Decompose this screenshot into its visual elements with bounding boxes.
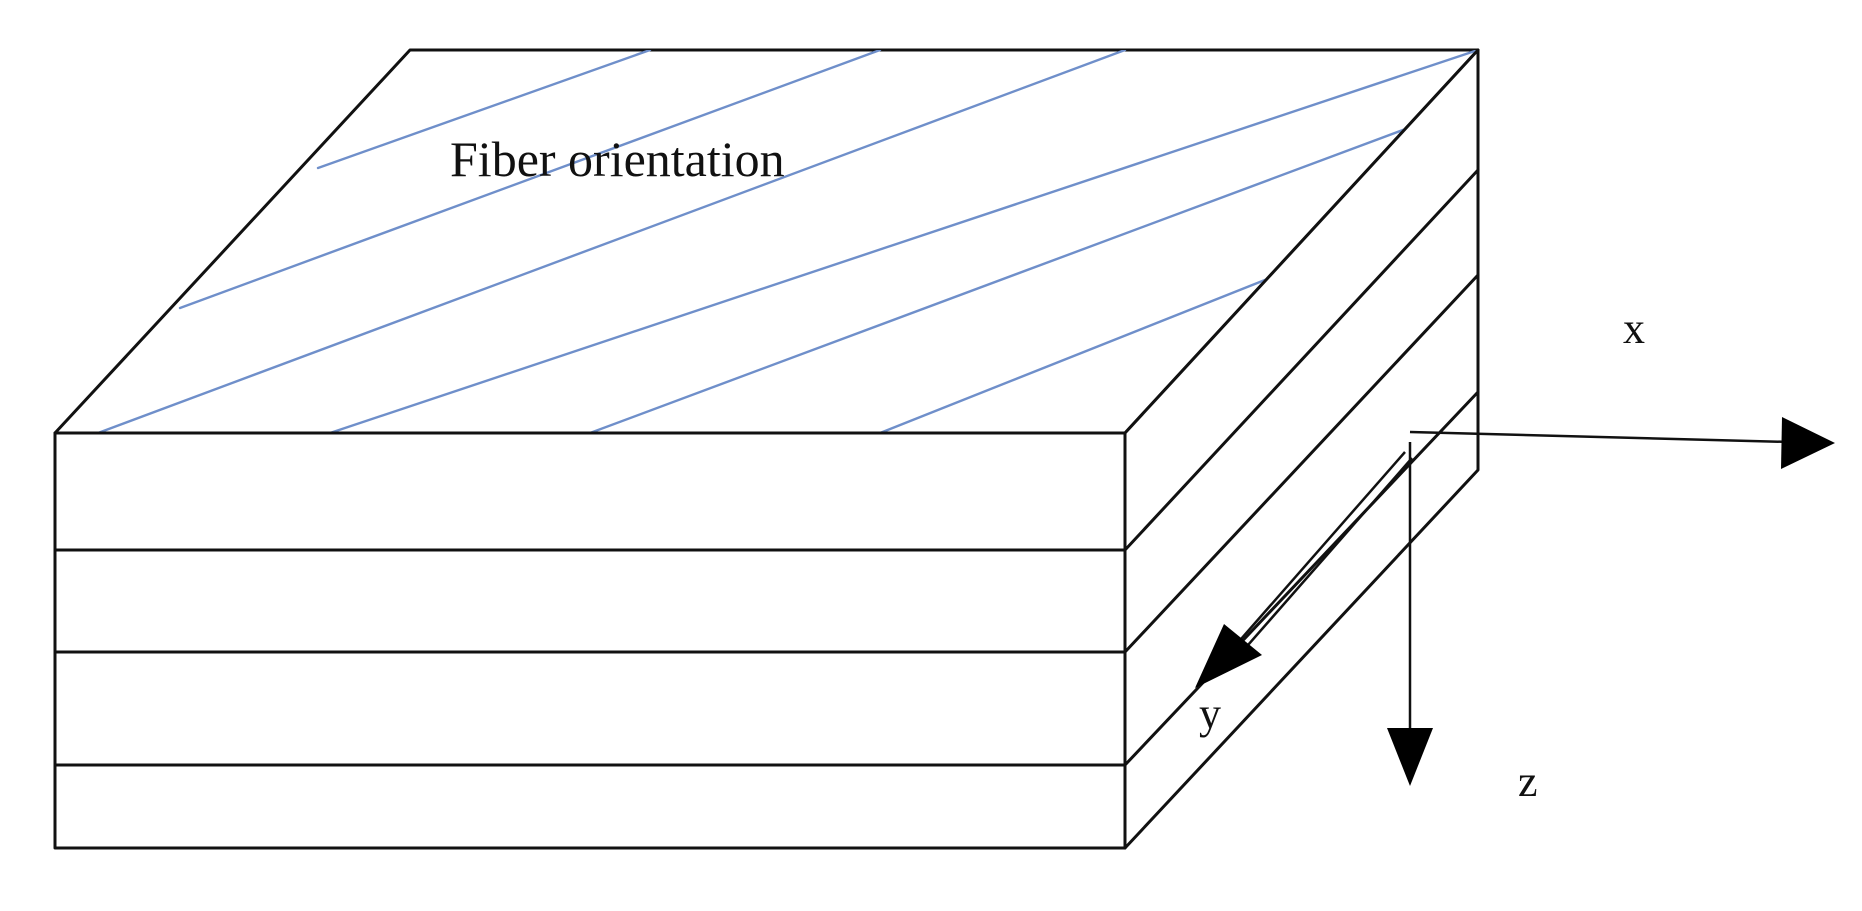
side-layer-line	[1123, 390, 1480, 767]
side-layer-line	[1123, 168, 1480, 552]
side-layer-line	[1123, 273, 1480, 654]
y-axis-line	[1226, 451, 1406, 656]
laminate-layer-1	[53, 431, 1127, 552]
laminate-layer-3	[53, 650, 1127, 767]
coordinate-axes: x y z	[1195, 304, 1835, 806]
laminate-layer-2	[53, 548, 1127, 654]
fiber-line	[96, 50, 1127, 433]
x-axis-line	[1409, 430, 1791, 444]
fiber-line	[328, 50, 1478, 433]
fiber-line	[588, 100, 1478, 433]
y-axis-label: y	[1199, 689, 1221, 738]
fiber-lines	[96, 50, 1478, 433]
laminate-layer-4	[53, 763, 1127, 850]
x-axis-label: x	[1623, 304, 1645, 353]
y-axis-arrowhead	[1195, 624, 1262, 688]
fiber-line	[878, 266, 1297, 433]
y-axis-line-inner	[1233, 457, 1413, 662]
fiber-line	[178, 50, 882, 310]
z-axis-label: z	[1518, 757, 1538, 806]
fiber-line	[316, 50, 652, 170]
fiber-orientation-label: Fiber orientation	[450, 131, 785, 187]
z-axis-arrowhead	[1387, 728, 1433, 786]
x-axis-arrowhead	[1781, 417, 1835, 469]
